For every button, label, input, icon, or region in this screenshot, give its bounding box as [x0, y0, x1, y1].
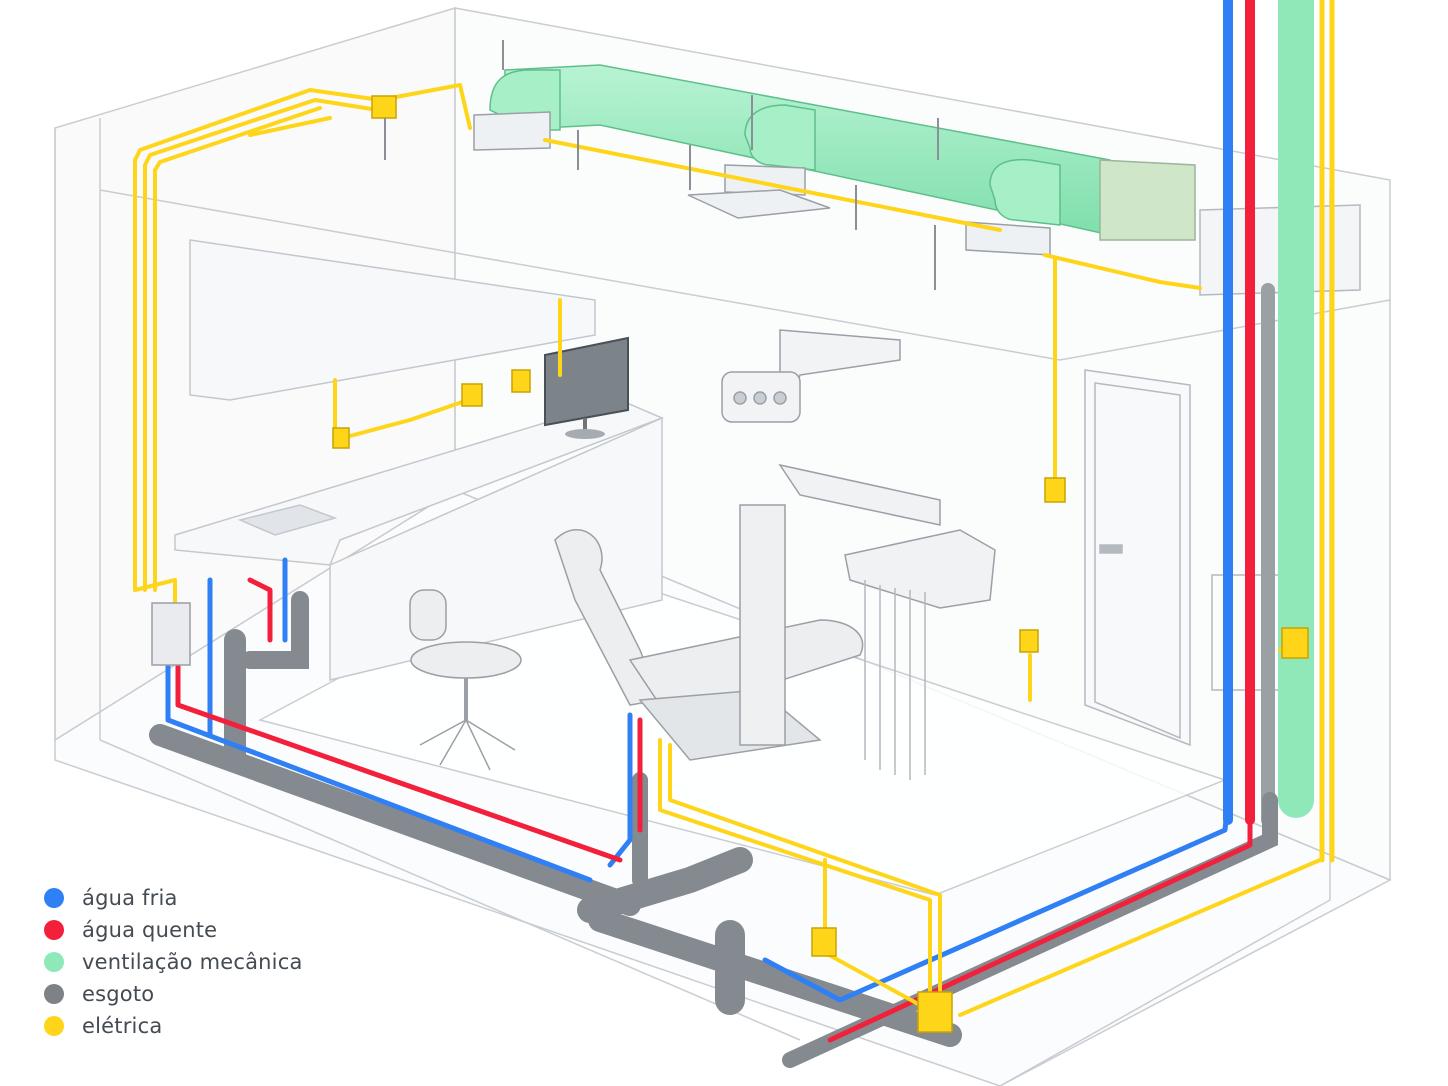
monitor: [544, 336, 629, 439]
hot-pipe: [827, 797, 1253, 1043]
cold-water-network: [165, 557, 1231, 1003]
outlet: [1281, 627, 1309, 659]
conduit: [668, 743, 942, 992]
upper-cabinet: [189, 239, 596, 401]
outlet: [332, 427, 350, 449]
junction-box: [917, 991, 953, 1033]
junction-box: [371, 95, 397, 119]
ceiling-edge: [99, 189, 1061, 361]
duct-elbow: [744, 104, 816, 171]
hanger-rods: [384, 40, 939, 290]
legend-swatch-hot-water: [44, 920, 64, 940]
legend-swatch-ventilation: [44, 952, 64, 972]
legend-item-electrical: elétrica: [44, 1012, 303, 1040]
hot-water-network: [175, 577, 1253, 1043]
dental-light: [721, 329, 901, 423]
outlet: [1019, 629, 1039, 653]
electrical-boxes: [332, 95, 1309, 1033]
outlet: [461, 383, 483, 407]
outlet: [511, 369, 531, 393]
legend-swatch-sewer: [44, 984, 64, 1004]
legend-label: água fria: [82, 886, 178, 910]
conduit: [1043, 253, 1202, 290]
duct-terminal-box: [1099, 159, 1196, 241]
operator-stool: [409, 589, 522, 771]
legend-item-cold-water: água fria: [44, 884, 303, 912]
floor-edge: [99, 739, 801, 1041]
conduit: [133, 578, 177, 612]
sink: [237, 504, 338, 536]
vertical-risers: [1223, 0, 1335, 863]
sewer-pipe: [577, 847, 753, 923]
legend-swatch-cold-water: [44, 888, 64, 908]
conduit: [133, 83, 472, 592]
electrical-panel: [151, 602, 191, 666]
legend-swatch-electrical: [44, 1016, 64, 1036]
conduit: [143, 98, 380, 592]
conduit: [543, 138, 1002, 232]
cold-pipe: [165, 662, 593, 883]
legend-label: elétrica: [82, 1014, 163, 1038]
cold-pipe: [762, 797, 1231, 1003]
hoses: [864, 580, 926, 780]
dental-unit: [739, 463, 996, 780]
conduit: [958, 858, 1322, 1017]
conduit: [333, 378, 470, 442]
hot-pipe: [175, 662, 623, 863]
duct-elbow: [989, 158, 1061, 226]
hot-pipe: [247, 577, 273, 643]
legend-label: esgoto: [82, 982, 155, 1006]
legend-item-ventilation: ventilação mecânica: [44, 948, 303, 976]
junction-box: [811, 927, 837, 957]
conduit: [153, 106, 322, 592]
outlet: [1044, 477, 1066, 503]
sewer-pipe: [241, 591, 309, 669]
conduit: [818, 948, 922, 1007]
conduit: [248, 116, 332, 137]
floor-edge: [999, 899, 1331, 1086]
legend: água fria água quente ventilação mecânic…: [44, 884, 303, 1040]
diffuser: [473, 111, 551, 151]
legend-item-hot-water: água quente: [44, 916, 303, 944]
diffuser-grille: [687, 189, 831, 219]
legend-label: água quente: [82, 918, 218, 942]
door: [1084, 369, 1191, 747]
legend-item-sewer: esgoto: [44, 980, 303, 1008]
legend-label: ventilação mecânica: [82, 950, 303, 974]
